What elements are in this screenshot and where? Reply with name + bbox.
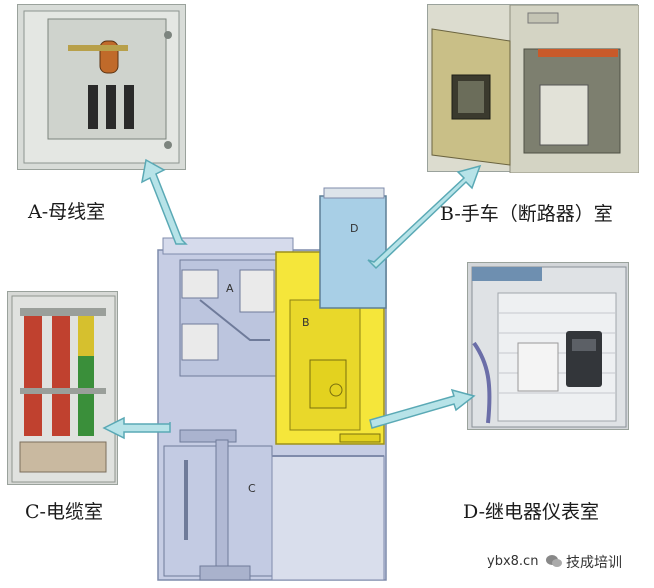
relay-room-illustration — [471, 266, 627, 428]
breaker-room-illustration — [431, 5, 639, 173]
label-cable-room: C-电缆室 — [25, 501, 103, 523]
cable-room-illustration — [11, 295, 116, 483]
mark-c: C — [248, 482, 256, 495]
arrow-to-cable — [102, 416, 171, 440]
breaker-room-photo — [427, 4, 639, 173]
arrow-to-busbar — [140, 158, 188, 245]
watermark-site: ybx8.cn — [487, 554, 539, 569]
arrow-to-breaker — [367, 164, 482, 270]
cable-room-photo — [7, 291, 118, 485]
busbar-room-photo — [17, 4, 186, 170]
watermark-brand: 技成培训 — [566, 555, 622, 571]
mark-a: A — [226, 282, 234, 295]
label-busbar-room: A-母线室 — [28, 201, 106, 223]
arrows — [102, 158, 482, 440]
arrow-to-relay — [369, 388, 476, 429]
wechat-icon — [546, 553, 562, 567]
label-relay-room: D-继电器仪表室 — [463, 501, 600, 523]
relay-room-photo — [467, 262, 629, 430]
busbar-room-illustration — [23, 10, 180, 164]
cabinet-body — [157, 187, 387, 581]
mark-d: D — [350, 222, 358, 235]
label-breaker-room: B-手车（断路器）室 — [440, 203, 613, 225]
mark-b: B — [302, 316, 310, 329]
